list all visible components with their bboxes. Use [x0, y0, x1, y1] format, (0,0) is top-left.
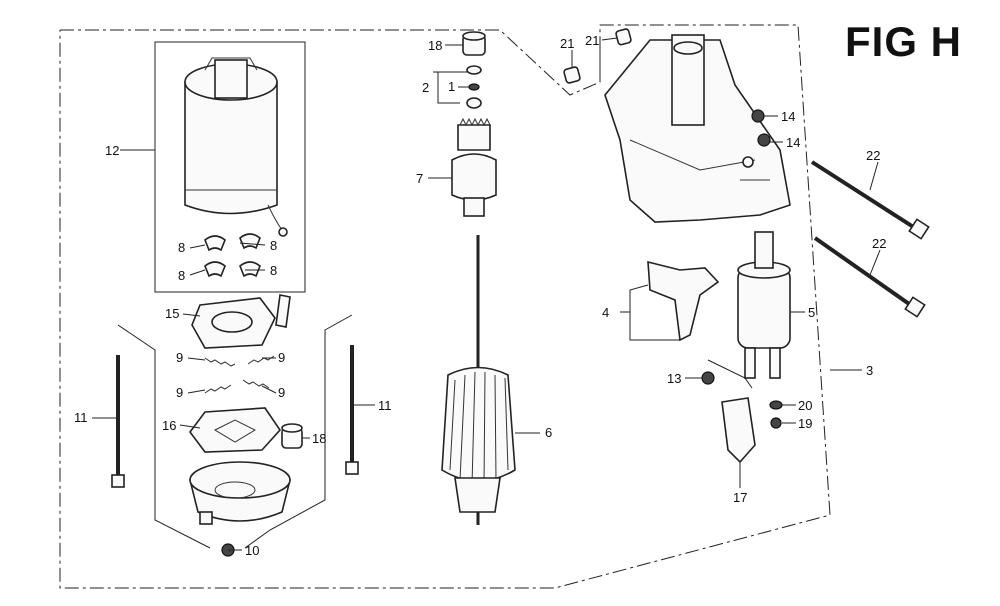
callout-1: 1 — [448, 79, 455, 94]
callout-22b: 22 — [872, 236, 886, 251]
callout-21b: 21 — [585, 33, 599, 48]
callout-8b: 8 — [178, 268, 185, 283]
callout-7: 7 — [416, 171, 423, 186]
callout-17: 17 — [733, 490, 747, 505]
brush-coil-springs — [204, 355, 275, 394]
nut-14-lower — [757, 133, 771, 147]
nut-13 — [701, 371, 715, 385]
armature — [441, 235, 516, 525]
bushing-18-top — [462, 31, 486, 56]
callout-15: 15 — [165, 306, 179, 321]
callout-6: 6 — [545, 425, 552, 440]
callout-9a: 9 — [176, 350, 183, 365]
shift-lever — [647, 260, 720, 342]
callout-16: 16 — [162, 418, 176, 433]
callout-20: 20 — [798, 398, 812, 413]
figure-title: FIG H — [845, 18, 962, 65]
through-bolt-11-left — [111, 355, 125, 488]
snap-ring-set — [466, 65, 482, 109]
callout-8c: 8 — [270, 238, 277, 253]
callout-4: 4 — [602, 305, 609, 320]
callout-10: 10 — [245, 543, 259, 558]
callout-14b: 14 — [786, 135, 800, 150]
nut-14-upper — [751, 109, 765, 123]
stator-housing — [184, 57, 288, 237]
drive-end-housing — [604, 34, 791, 223]
callout-9b: 9 — [278, 350, 285, 365]
long-bolt-22-upper — [810, 160, 930, 240]
bushings-21 — [563, 28, 632, 84]
callout-18a: 18 — [428, 38, 442, 53]
through-bolt-11-right — [345, 345, 359, 475]
rear-end-cover — [189, 461, 291, 525]
callout-5: 5 — [808, 305, 815, 320]
brush-plate — [189, 407, 282, 453]
solenoid — [737, 231, 791, 379]
callout-13: 13 — [667, 371, 681, 386]
long-bolt-22-lower — [813, 236, 926, 318]
callout-2: 2 — [422, 80, 429, 95]
callout-18b: 18 — [312, 431, 326, 446]
callout-21a: 21 — [560, 36, 574, 51]
callout-9d: 9 — [278, 385, 285, 400]
callout-12: 12 — [105, 143, 119, 158]
callout-3: 3 — [866, 363, 873, 378]
callout-8a: 8 — [178, 240, 185, 255]
callout-19: 19 — [798, 416, 812, 431]
brush-holder — [191, 294, 291, 349]
callout-8d: 8 — [270, 263, 277, 278]
bushing-18-left — [281, 423, 303, 449]
terminal-cover — [721, 397, 756, 464]
callout-11a: 11 — [74, 410, 88, 425]
nut-19 — [770, 417, 782, 429]
assembly-frame — [59, 24, 831, 589]
washer-20 — [769, 400, 783, 410]
callout-22a: 22 — [866, 148, 880, 163]
callout-14a: 14 — [781, 109, 795, 124]
pinion-gear — [451, 117, 497, 217]
callout-9c: 9 — [176, 385, 183, 400]
stator-group-box — [154, 41, 306, 293]
callout-11b: 11 — [378, 398, 392, 413]
